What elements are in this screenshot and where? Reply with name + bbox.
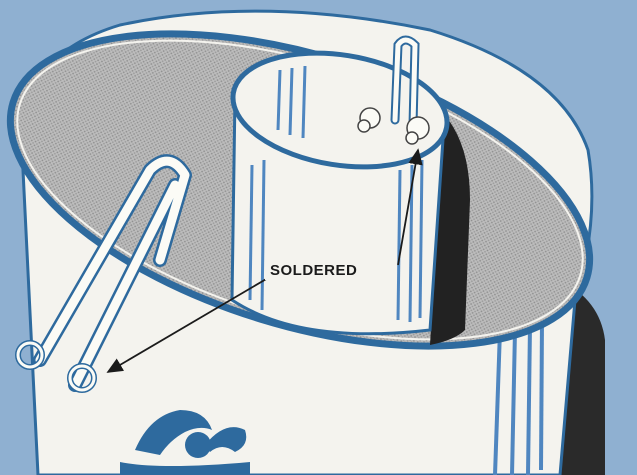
soldered-label: SOLDERED: [270, 262, 357, 279]
